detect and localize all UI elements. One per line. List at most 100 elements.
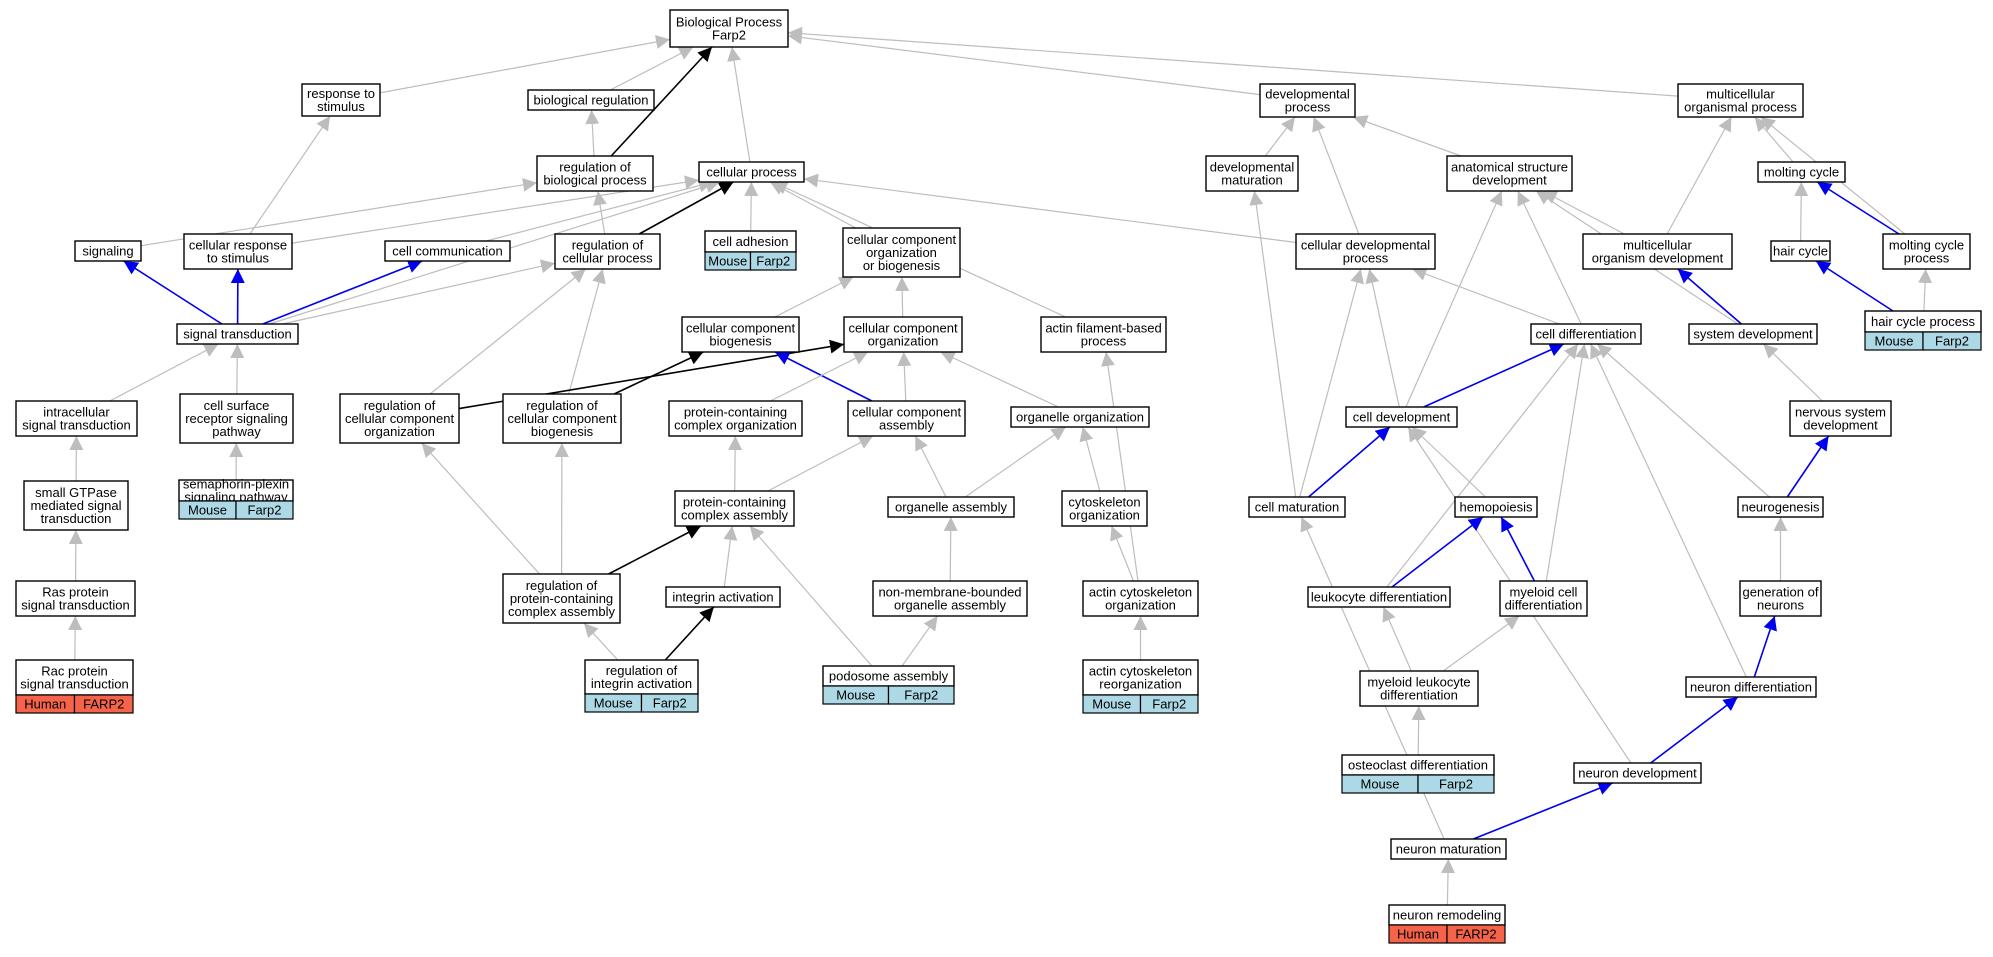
edge-hemo-to-cell_dev [1411,426,1486,498]
gene-tag-label: Farp2 [1439,777,1473,792]
node-box [681,316,800,353]
species-tag-label: Human [24,697,66,712]
gene-tag-label: Farp2 [904,688,938,703]
node-label: regulation of [364,398,436,413]
node-cell-mat[interactable]: cell maturation [1248,496,1346,518]
node-box [176,323,299,345]
node-label: generation of [1743,585,1819,600]
node-box [23,480,129,531]
node-cell-comm[interactable]: cell communication [384,240,511,262]
node-label: cellular process [562,251,653,266]
edge-cell_diff-to-cell_dev_proc [1412,267,1560,325]
node-neur-diff[interactable]: neuron differentiation [1685,676,1817,698]
node-box [15,580,136,617]
node-cell-diff[interactable]: cell differentiation [1530,323,1642,345]
node-org-asm[interactable]: organelle assembly [887,496,1015,518]
node-sys-dev[interactable]: system development [1688,323,1818,345]
node-org-org[interactable]: organelle organization [1010,406,1150,428]
node-leuko[interactable]: leukocyte differentiation [1307,586,1451,608]
node-neur-dev[interactable]: neuron development [1573,762,1702,784]
node-neur-mat[interactable]: neuron maturation [1390,838,1507,860]
node-label: cellular response [189,238,287,253]
node-integrin[interactable]: integrin activation [665,586,781,608]
node-label: Ras protein [42,585,108,600]
node-label: organization [364,424,435,439]
edge-neur_rem-to-neur_mat [1441,858,1456,906]
edge-multi_org-to-bp [787,26,1679,97]
node-label: differentiation [1505,598,1583,613]
node-hair-cycle[interactable]: hair cycle [1770,240,1831,262]
node-box [1446,155,1573,192]
node-label: leukocyte differentiation [1311,590,1447,605]
node-box [1757,161,1846,183]
node-box [1040,316,1167,353]
edge-cell_mat-to-cell_dev_proc [1299,268,1364,498]
node-label: hair cycle [1773,244,1828,259]
node-signaling[interactable]: signaling [74,240,142,262]
node-label: organization [1105,598,1176,613]
node-molt-cycle[interactable]: molting cycle [1757,161,1846,183]
gene-tag [749,251,797,271]
node-neurogen[interactable]: neurogenesis [1737,496,1824,518]
node-hemo[interactable]: hemopoiesis [1454,496,1538,518]
node-box [1454,496,1538,518]
node-label: development [1472,173,1547,188]
node-label: integrin activation [591,676,692,691]
node-label: podosome assembly [829,669,949,684]
edge-pcca-to-cca [767,435,874,492]
node-cell-proc[interactable]: cellular process [698,161,805,183]
node-bio-reg[interactable]: biological regulation [527,89,655,111]
node-cell-dev[interactable]: cell development [1345,406,1458,428]
node-box [1307,586,1451,608]
edge-org_asm-to-cca [914,435,947,498]
edge-dev_mat-to-dev_proc [1264,116,1296,157]
node-label: process [1904,251,1950,266]
node-sig-trans[interactable]: signal transduction [176,323,299,345]
species-tag-label: Mouse [1092,697,1131,712]
node-box [1573,762,1702,784]
